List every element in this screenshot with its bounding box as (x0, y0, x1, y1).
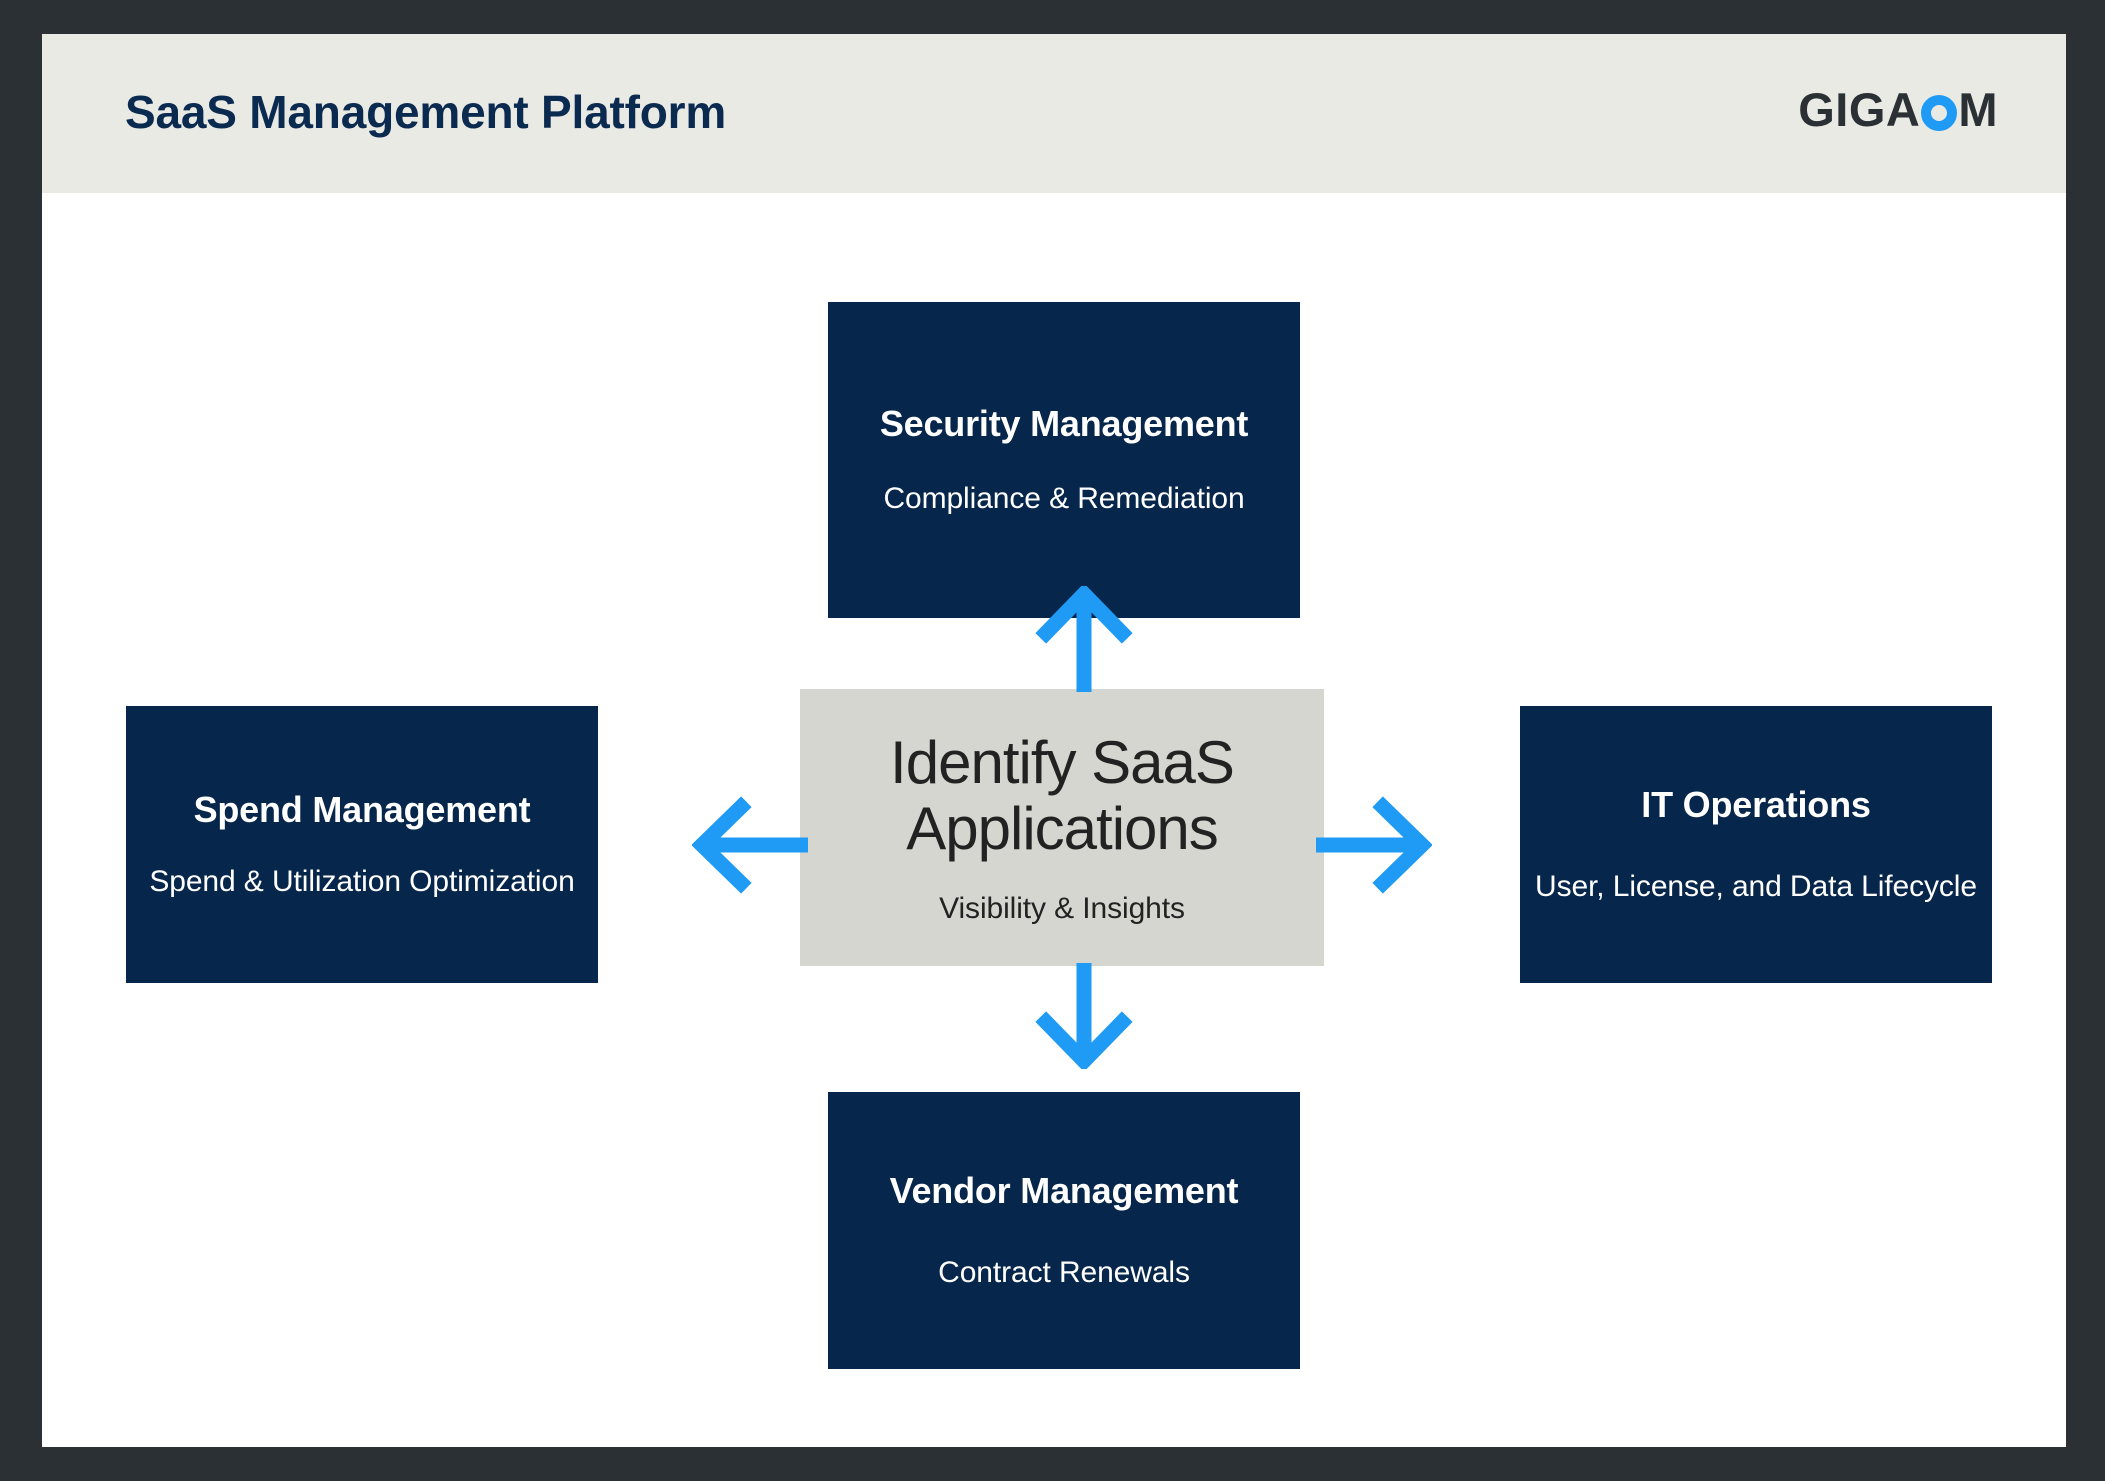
logo-text-m: M (1958, 83, 1998, 136)
page-title: SaaS Management Platform (125, 86, 727, 138)
node-title: Spend Management (193, 789, 531, 831)
arrow-left-icon (692, 796, 808, 894)
arrow-down-icon (1035, 963, 1133, 1069)
arrow-up-icon (1035, 586, 1133, 692)
diagram-node-spend-management[interactable]: Spend Management Spend & Utilization Opt… (126, 706, 598, 983)
saas-management-diagram: Security Management Compliance & Remedia… (42, 193, 2066, 1447)
diagram-node-security-management[interactable]: Security Management Compliance & Remedia… (828, 302, 1300, 618)
node-subtitle: Contract Renewals (938, 1255, 1190, 1289)
node-subtitle: Visibility & Insights (939, 891, 1185, 925)
node-subtitle: User, License, and Data Lifecycle (1535, 869, 1977, 903)
diagram-node-identify-saas-applications[interactable]: Identify SaaS Applications Visibility & … (800, 689, 1324, 966)
node-title: Identify SaaS Applications (890, 728, 1235, 862)
node-subtitle: Spend & Utilization Optimization (149, 864, 575, 898)
node-title: IT Operations (1641, 784, 1871, 826)
header-band: SaaS Management Platform GIGA M (42, 34, 2066, 193)
node-title: Security Management (879, 402, 1249, 444)
diagram-node-it-operations[interactable]: IT Operations User, License, and Data Li… (1520, 706, 1992, 983)
logo-o-ring-icon (1921, 94, 1958, 131)
gigaom-logo: GIGA M (1798, 82, 1998, 137)
arrow-right-icon (1316, 796, 1432, 894)
logo-text-giga: GIGA (1798, 83, 1921, 136)
node-title: Vendor Management (889, 1170, 1239, 1212)
slide-canvas: SaaS Management Platform GIGA M Security… (42, 34, 2066, 1447)
node-subtitle: Compliance & Remediation (883, 482, 1245, 516)
diagram-node-vendor-management[interactable]: Vendor Management Contract Renewals (828, 1092, 1300, 1369)
